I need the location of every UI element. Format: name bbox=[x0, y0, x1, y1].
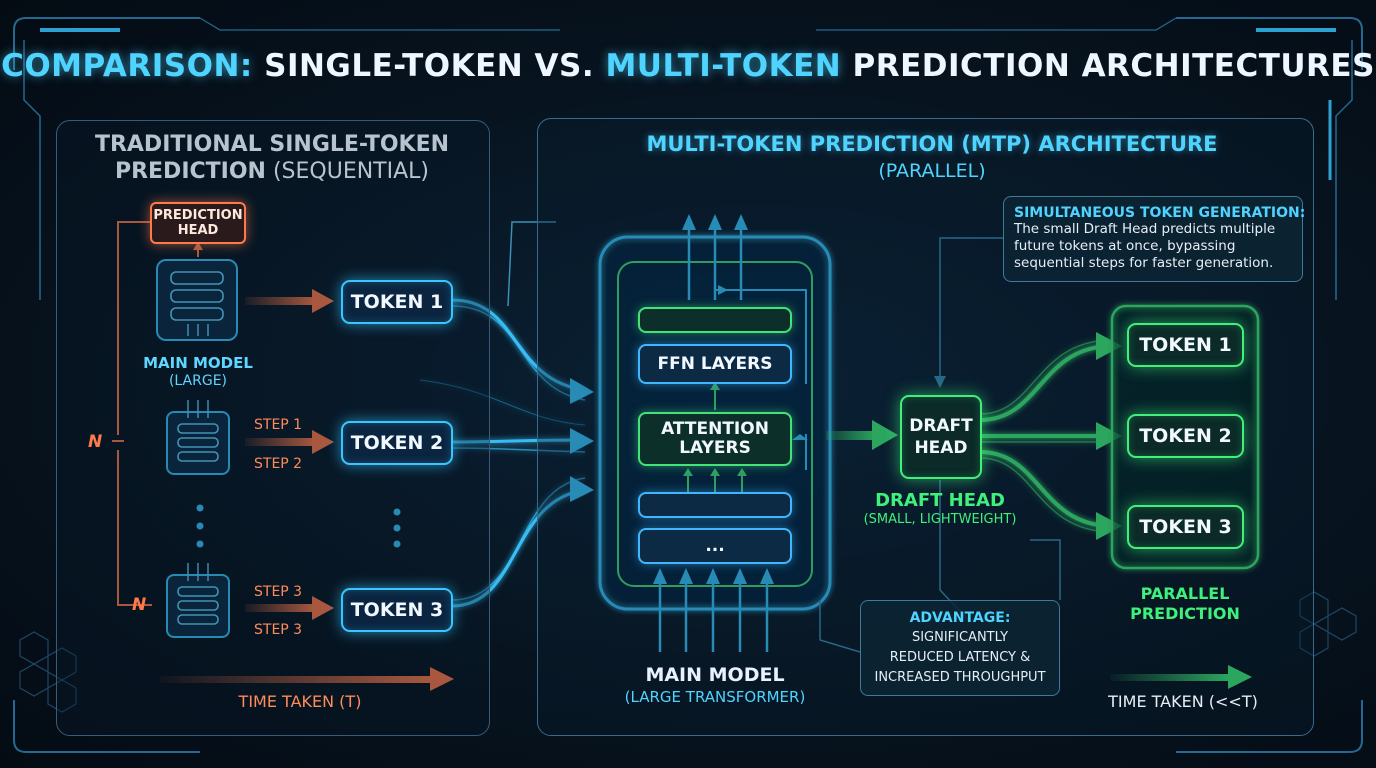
right-main-model-label: MAIN MODEL bbox=[645, 664, 785, 686]
lower-layer-bar bbox=[638, 492, 792, 518]
chip-internals bbox=[170, 271, 224, 625]
advantage-callout: ADVANTAGE: SIGNIFICANTLY REDUCED LATENCY… bbox=[860, 600, 1060, 696]
parallel-label-2: PREDICTION bbox=[1130, 604, 1240, 623]
orange-arrows bbox=[245, 289, 334, 620]
top-layer-bar bbox=[638, 307, 792, 333]
step-2-label: STEP 2 bbox=[254, 456, 303, 472]
right-main-model-sub: (LARGE TRANSFORMER) bbox=[624, 688, 806, 706]
draft-head-label: DRAFT HEAD bbox=[875, 490, 1005, 511]
parallel-arrowheads bbox=[1096, 332, 1122, 540]
outer-frame bbox=[13, 17, 1363, 753]
ellipsis-layer-box: ... bbox=[638, 528, 792, 564]
right-token-2: TOKEN 2 bbox=[1127, 414, 1244, 458]
step-1-label: STEP 1 bbox=[254, 417, 303, 433]
right-token-1: TOKEN 1 bbox=[1127, 323, 1244, 367]
ffn-layers-box: FFN LAYERS bbox=[638, 344, 792, 384]
step-3b-label: STEP 3 bbox=[254, 622, 303, 638]
right-time-label: TIME TAKEN (<<T) bbox=[1108, 692, 1258, 711]
to-draft-arrow bbox=[826, 431, 876, 440]
continuation-dots bbox=[196, 504, 401, 548]
draft-head-sub: (SMALL, LIGHTWEIGHT) bbox=[863, 512, 1017, 527]
left-main-model-size: (LARGE) bbox=[168, 373, 228, 389]
callout-line-2: future tokens at once, bypassing bbox=[1014, 238, 1236, 254]
attention-layers-box: ATTENTION LAYERS bbox=[638, 412, 792, 466]
right-heading-line2: (PARALLEL) bbox=[878, 160, 986, 182]
time-arrow-right bbox=[1110, 674, 1230, 681]
chip-arrows bbox=[187, 324, 209, 581]
advantage-line-1: SIGNIFICANTLY bbox=[911, 630, 1009, 645]
left-token-2: TOKEN 2 bbox=[341, 421, 453, 465]
draft-head-box: DRAFT HEAD bbox=[900, 395, 982, 479]
advantage-line-2: REDUCED LATENCY & bbox=[889, 650, 1031, 665]
advantage-line-3: INCREASED THROUGHPUT bbox=[874, 670, 1046, 685]
prediction-head-box: PREDICTION HEAD bbox=[150, 202, 246, 244]
left-token-1: TOKEN 1 bbox=[341, 280, 453, 324]
page-title: COMPARISON: SINGLE-TOKEN VS. MULTI-TOKEN… bbox=[1, 48, 1375, 84]
right-token-3: TOKEN 3 bbox=[1127, 505, 1244, 549]
callout-title: SIMULTANEOUS TOKEN GENERATION: bbox=[1014, 205, 1306, 221]
flow-arrowheads bbox=[570, 378, 594, 502]
advantage-title: ADVANTAGE: bbox=[909, 610, 1011, 626]
callout-line-3: sequential steps for faster generation. bbox=[1014, 255, 1274, 271]
right-heading-line1: MULTI-TOKEN PREDICTION (MTP) ARCHITECTUR… bbox=[646, 132, 1218, 156]
n-bracket bbox=[112, 221, 152, 606]
left-main-model-label: MAIN MODEL bbox=[143, 354, 253, 372]
hexagon-decoration bbox=[19, 591, 1357, 713]
parallel-streams bbox=[979, 339, 1111, 533]
time-arrow-left bbox=[160, 676, 432, 683]
inner-layer-arrows bbox=[683, 382, 747, 492]
left-token-3: TOKEN 3 bbox=[341, 588, 453, 632]
flow-streams bbox=[419, 298, 586, 608]
parallel-label-1: PARALLEL bbox=[1140, 584, 1230, 603]
left-heading-line2: PREDICTION (SEQUENTIAL) bbox=[114, 159, 430, 184]
n-label-bottom: N bbox=[132, 595, 147, 615]
step-3a-label: STEP 3 bbox=[254, 584, 303, 600]
simultaneous-generation-callout: SIMULTANEOUS TOKEN GENERATION: The small… bbox=[1003, 196, 1306, 282]
residual-connectors bbox=[714, 285, 808, 470]
n-label: N bbox=[88, 432, 103, 452]
main-model-input-arrows bbox=[653, 568, 774, 652]
main-model-output-arrows bbox=[682, 214, 748, 300]
left-time-label: TIME TAKEN (T) bbox=[238, 692, 362, 711]
callout-line-1: The small Draft Head predicts multiple bbox=[1014, 221, 1276, 237]
left-heading-line1: TRADITIONAL SINGLE-TOKEN bbox=[94, 132, 450, 157]
